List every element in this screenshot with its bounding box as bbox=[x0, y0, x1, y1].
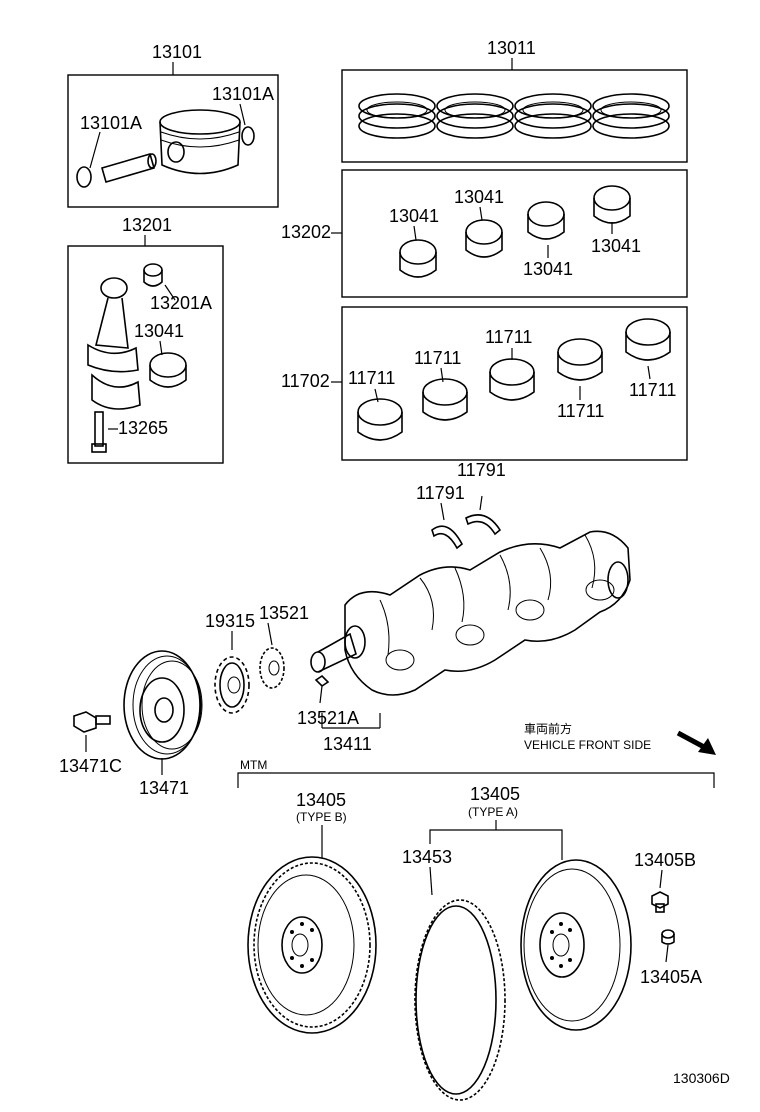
crank-bearing-shell-l5 bbox=[625, 318, 671, 361]
crank-bearing-shell-u2 bbox=[465, 219, 503, 258]
crank-bearing-lower-group: 11702 11711 11711 11711 11711 11711 bbox=[281, 306, 688, 461]
piston-box bbox=[67, 74, 279, 208]
piston-ring-set-4 bbox=[592, 93, 670, 139]
conrod-box bbox=[67, 245, 224, 464]
label-crank-bearing-lower-5: 11711 bbox=[629, 380, 676, 400]
front-gear-group: 19315 13521 13521A bbox=[205, 603, 359, 728]
label-crank-pulley: 13471 bbox=[139, 778, 189, 798]
conrod-bushing bbox=[143, 263, 163, 287]
label-crank-bearing-upper-4: 13041 bbox=[591, 236, 641, 256]
thrust-washer-1 bbox=[431, 525, 464, 550]
type-b-note: (TYPE B) bbox=[296, 810, 347, 824]
flywheel-bolt bbox=[651, 891, 669, 913]
flywheel-pin bbox=[661, 929, 675, 945]
piston-ring-set-2 bbox=[436, 93, 514, 139]
mtm-note: MTM bbox=[240, 758, 267, 772]
ring-gear bbox=[414, 899, 506, 1101]
crank-bearing-shell-l4 bbox=[557, 338, 603, 381]
label-pin-clip-right: 13101A bbox=[212, 84, 274, 104]
mtm-bracket bbox=[237, 772, 715, 788]
ring-set-box bbox=[341, 69, 688, 163]
conrod-bearing bbox=[149, 352, 187, 388]
piston-group: 13101 13101A 13101A bbox=[67, 42, 279, 208]
crank-bearing-shell-l2 bbox=[422, 378, 468, 421]
label-crank-bearing-upper-3: 13041 bbox=[523, 259, 573, 279]
label-conrod-bolt: 13265 bbox=[118, 418, 168, 438]
crank-bearing-shell-l1 bbox=[357, 398, 403, 441]
front-direction-arrow-icon bbox=[676, 730, 716, 755]
crank-key bbox=[314, 674, 330, 688]
label-crank-bearing-upper-group: 13202 bbox=[281, 222, 331, 242]
conrod-group: 13201 13201A 13041 13265 bbox=[67, 215, 224, 464]
conrod-bolt bbox=[91, 411, 107, 453]
label-oil-pump-gear: 19315 bbox=[205, 611, 255, 631]
flywheel-type-b bbox=[247, 856, 377, 1034]
piston bbox=[159, 109, 241, 175]
label-flywheel-bolt: 13405B bbox=[634, 850, 696, 870]
label-conrod-assy: 13201 bbox=[122, 215, 172, 235]
piston-ring-group: 13011 bbox=[341, 38, 688, 163]
crank-bearing-shell-u1 bbox=[399, 239, 437, 278]
pulley-group: 13471C 13471 bbox=[59, 650, 203, 798]
label-crank-bearing-lower-group: 11702 bbox=[281, 371, 330, 391]
crank-bearing-shell-u4 bbox=[593, 185, 631, 224]
mtm-section: MTM 13405 (TYPE B) 13405 (TYPE A) 13453 … bbox=[237, 758, 715, 1101]
front-side-jp: 車両前方 bbox=[524, 721, 572, 736]
piston-pin-clip-right bbox=[241, 126, 255, 146]
label-crank-bearing-lower-2: 11711 bbox=[414, 348, 461, 368]
label-thrust-washer-top: 11791 bbox=[457, 460, 506, 480]
label-ring-set: 13011 bbox=[487, 38, 536, 58]
vehicle-front-note: 車両前方 VEHICLE FRONT SIDE bbox=[524, 721, 716, 755]
label-conrod-bushing: 13201A bbox=[150, 293, 212, 313]
front-side-en: VEHICLE FRONT SIDE bbox=[524, 738, 651, 752]
drawing-number: 130306D bbox=[673, 1070, 730, 1086]
label-crank-bearing-lower-1: 11711 bbox=[348, 368, 395, 388]
label-pin-clip-left: 13101A bbox=[80, 113, 142, 133]
label-crank-bearing-upper-2: 13041 bbox=[454, 187, 504, 207]
type-a-note: (TYPE A) bbox=[468, 805, 518, 819]
piston-ring-set-1 bbox=[358, 93, 436, 139]
label-flywheel-type-b: 13405 bbox=[296, 790, 346, 810]
label-flywheel-type-a: 13405 bbox=[470, 784, 520, 804]
label-conrod-bearing: 13041 bbox=[134, 321, 184, 341]
crank-bearing-lower-box bbox=[341, 306, 688, 461]
oil-pump-gear bbox=[214, 656, 250, 714]
crank-bearing-upper-box bbox=[341, 169, 688, 298]
piston-pin bbox=[101, 153, 157, 183]
label-piston-set: 13101 bbox=[152, 42, 202, 62]
label-crank-key: 13521A bbox=[297, 708, 359, 728]
thrust-washer-2 bbox=[465, 514, 502, 536]
label-thrust-washer-left: 11791 bbox=[416, 483, 465, 503]
label-crank-bearing-upper-1: 13041 bbox=[389, 206, 439, 226]
thrust-washer-group: 11791 11791 bbox=[416, 460, 506, 550]
pulley-bolt bbox=[73, 711, 111, 733]
crankshaft: 13411 bbox=[310, 530, 631, 754]
flywheel-type-a bbox=[520, 859, 632, 1031]
crank-bearing-shell-l3 bbox=[489, 358, 535, 401]
label-crank-timing-gear: 13521 bbox=[259, 603, 309, 623]
label-flywheel-pin: 13405A bbox=[640, 967, 702, 987]
crank-bearing-upper-group: 13202 13041 13041 13041 13041 bbox=[281, 169, 688, 298]
label-crank-bearing-lower-4: 11711 bbox=[557, 401, 604, 421]
connecting-rod bbox=[87, 277, 141, 410]
label-crank-bearing-lower-3: 11711 bbox=[485, 327, 532, 347]
crank-pulley bbox=[123, 650, 203, 760]
label-pulley-bolt: 13471C bbox=[59, 756, 122, 776]
label-crankshaft: 13411 bbox=[323, 734, 372, 754]
piston-pin-clip bbox=[76, 166, 92, 188]
crank-bearing-shell-u3 bbox=[527, 201, 565, 240]
crank-timing-gear bbox=[259, 647, 285, 689]
label-ring-gear: 13453 bbox=[402, 847, 452, 867]
piston-ring-set-3 bbox=[514, 93, 592, 139]
